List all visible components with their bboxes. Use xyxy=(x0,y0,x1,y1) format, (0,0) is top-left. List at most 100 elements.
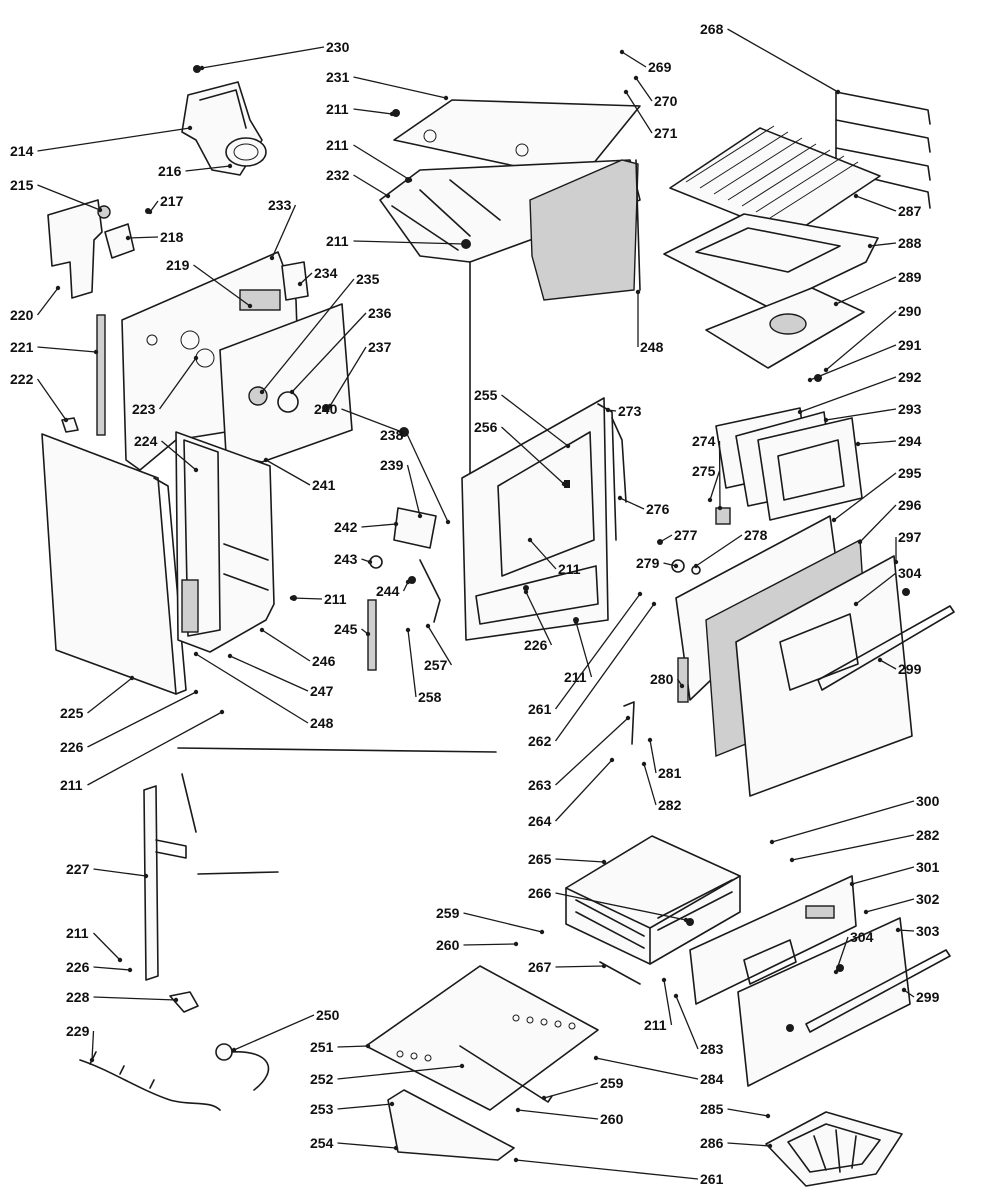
leader-line xyxy=(727,28,839,93)
part-number-label: 211 xyxy=(60,777,83,793)
leader-line xyxy=(501,394,569,447)
part-number-label: 291 xyxy=(898,337,922,353)
window-pack xyxy=(715,407,863,521)
callout-p252: 252 xyxy=(310,1063,465,1087)
leader-arrow xyxy=(835,89,841,95)
part-number-label: 301 xyxy=(916,859,940,875)
leader-line xyxy=(406,434,449,523)
part-number-label: 211 xyxy=(324,591,347,607)
leader-arrow xyxy=(405,579,411,585)
leader-arrow xyxy=(641,761,647,767)
leader-arrow xyxy=(523,589,529,595)
part-number-label: 246 xyxy=(312,653,336,669)
part-number-label: 289 xyxy=(898,269,922,285)
leader-line xyxy=(621,51,647,68)
part-number-label: 211 xyxy=(558,561,581,577)
part-number-label: 288 xyxy=(898,235,922,251)
callout-p258: 258 xyxy=(405,627,442,705)
leader-arrow xyxy=(289,595,295,601)
callout-p247: 247 xyxy=(227,653,334,699)
leader-line xyxy=(261,278,355,393)
part-number-label: 211 xyxy=(326,233,349,249)
part-number-label: 260 xyxy=(600,1111,624,1127)
leader-line xyxy=(149,200,159,213)
part-number-label: 237 xyxy=(368,339,392,355)
part-number-label: 258 xyxy=(418,689,442,705)
leader-arrow xyxy=(193,651,199,657)
bowl-285 xyxy=(765,1111,903,1187)
frame-224 xyxy=(175,431,275,653)
leader-arrow xyxy=(93,349,99,355)
leader-arrow xyxy=(407,177,413,183)
callout-p226a: 226 xyxy=(60,689,199,755)
callout-p277: 277 xyxy=(657,527,698,545)
callout-p273: 273 xyxy=(605,403,642,419)
leader-arrow xyxy=(895,927,901,933)
leader-line xyxy=(93,868,147,877)
leader-arrow xyxy=(227,163,233,169)
callout-p211a: 211 xyxy=(326,101,395,117)
callout-p281: 281 xyxy=(647,737,682,781)
leader-line xyxy=(353,174,389,197)
leader-line xyxy=(341,408,403,433)
leader-arrow xyxy=(767,1143,773,1149)
part-number-label: 221 xyxy=(10,339,34,355)
callout-p233: 233 xyxy=(268,197,297,261)
part-number-label: 281 xyxy=(658,765,682,781)
leader-line xyxy=(879,659,897,670)
part-number-label: 269 xyxy=(648,59,672,75)
leader-line xyxy=(406,464,421,517)
leader-arrow xyxy=(127,967,133,973)
part-number-label: 259 xyxy=(600,1075,624,1091)
part-number-label: 271 xyxy=(654,125,678,141)
leader-arrow xyxy=(417,513,423,519)
part-number-label: 223 xyxy=(132,401,156,417)
callout-p231: 231 xyxy=(326,69,449,101)
leader-line xyxy=(36,378,67,421)
callout-p295: 295 xyxy=(831,465,922,523)
leader-line xyxy=(158,357,197,410)
leader-arrow xyxy=(389,1101,395,1107)
part-number-label: 224 xyxy=(134,433,158,449)
part-number-label: 244 xyxy=(376,583,400,599)
separator-line xyxy=(177,747,497,753)
part-number-label: 254 xyxy=(310,1135,334,1151)
leader-line xyxy=(87,711,223,786)
part-number-label: 300 xyxy=(916,793,940,809)
callout-p211f: 211 xyxy=(527,537,581,577)
part-number-label: 256 xyxy=(474,419,498,435)
leader-line xyxy=(299,272,313,285)
callout-p285: 285 xyxy=(700,1101,771,1119)
leader-arrow xyxy=(601,963,607,969)
part-number-label: 303 xyxy=(916,923,940,939)
callout-p299b: 299 xyxy=(901,987,940,1005)
part-number-label: 231 xyxy=(326,69,350,85)
callout-p226c: 226 xyxy=(66,959,133,975)
leader-line xyxy=(37,346,97,353)
leader-arrow xyxy=(143,873,149,879)
callout-p248a: 248 xyxy=(193,651,334,731)
leader-line xyxy=(643,763,657,806)
callout-p216: 216 xyxy=(158,163,233,179)
leader-arrow xyxy=(619,49,625,55)
part-number-label: 261 xyxy=(528,701,552,717)
leader-line xyxy=(353,144,411,181)
callout-p290: 290 xyxy=(823,303,922,373)
callout-p236: 236 xyxy=(289,305,392,395)
leader-arrow xyxy=(445,519,451,525)
callout-p291: 291 xyxy=(807,337,922,383)
part-number-label: 226 xyxy=(66,959,90,975)
part-number-label: 219 xyxy=(166,257,190,273)
broiler-pan-288 xyxy=(663,213,879,309)
part-number-label: 251 xyxy=(310,1039,334,1055)
leader-line xyxy=(361,523,397,528)
leader-arrow xyxy=(125,235,131,241)
leader-arrow xyxy=(633,75,639,81)
leader-line xyxy=(851,866,915,885)
leader-line xyxy=(353,240,465,245)
leader-line xyxy=(195,653,309,724)
callout-p286: 286 xyxy=(700,1135,773,1151)
leader-arrow xyxy=(867,243,873,249)
leader-arrow xyxy=(259,389,265,395)
leader-line xyxy=(185,165,231,172)
